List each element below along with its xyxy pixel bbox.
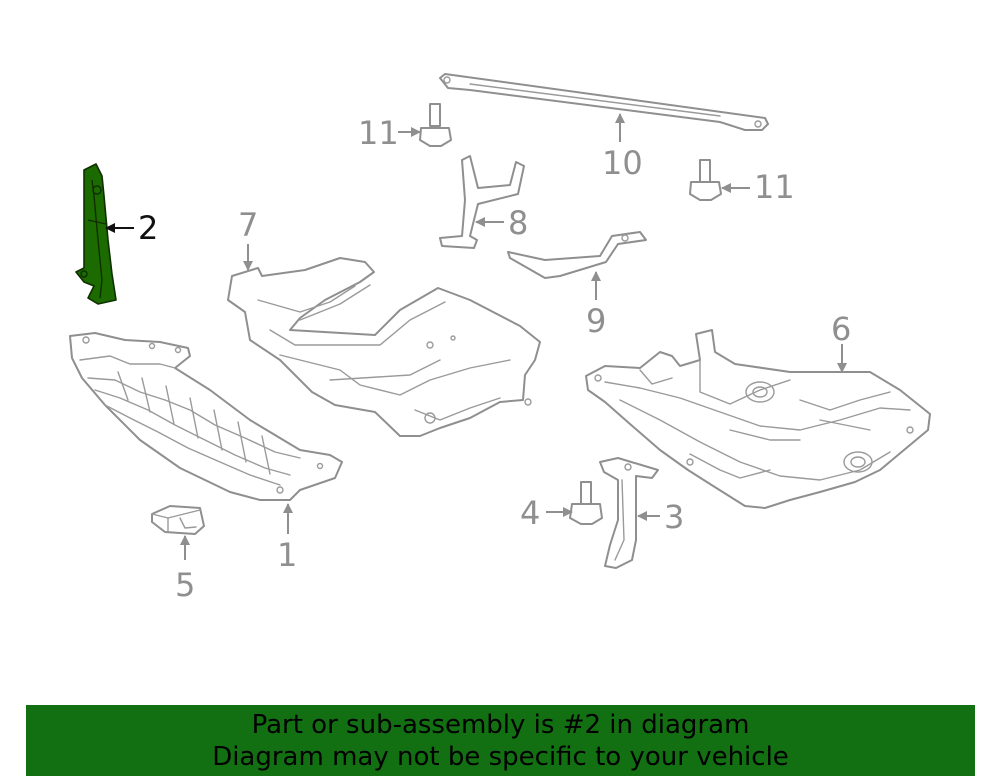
part-7-center-cover <box>227 257 541 437</box>
leader-lines <box>105 113 847 560</box>
callout-1: 1 <box>277 536 297 574</box>
callout-4: 4 <box>520 494 540 532</box>
part-9-bracket <box>507 231 647 279</box>
part-11-bolt-left <box>419 103 452 147</box>
callout-5: 5 <box>175 566 195 604</box>
part-5-block <box>151 505 205 535</box>
part-11-bolt-right <box>689 159 722 201</box>
callout-8: 8 <box>508 204 528 242</box>
callout-11-left: 11 <box>358 114 399 152</box>
part-4-bolt <box>569 481 603 525</box>
callout-3: 3 <box>664 498 684 536</box>
callout-11-right: 11 <box>754 168 795 206</box>
callout-6: 6 <box>831 310 851 348</box>
part-1-front-cover <box>69 332 343 501</box>
notice-banner: Part or sub-assembly is #2 in diagram Di… <box>26 705 975 776</box>
part-3-stay <box>599 457 659 569</box>
part-6-rear-cover <box>585 329 931 509</box>
callout-9: 9 <box>586 302 606 340</box>
parts-diagram: 1 2 3 4 5 6 7 8 9 10 11 11 <box>69 73 931 604</box>
part-2-highlighted <box>75 163 117 305</box>
banner-line-1: Part or sub-assembly is #2 in diagram <box>251 710 750 740</box>
part-10-bar <box>439 73 769 131</box>
part-8-bracket <box>439 155 525 249</box>
callout-2: 2 <box>138 209 158 247</box>
callout-10: 10 <box>602 144 643 182</box>
banner-line-2: Diagram may not be specific to your vehi… <box>212 742 789 772</box>
callout-7: 7 <box>238 206 258 244</box>
